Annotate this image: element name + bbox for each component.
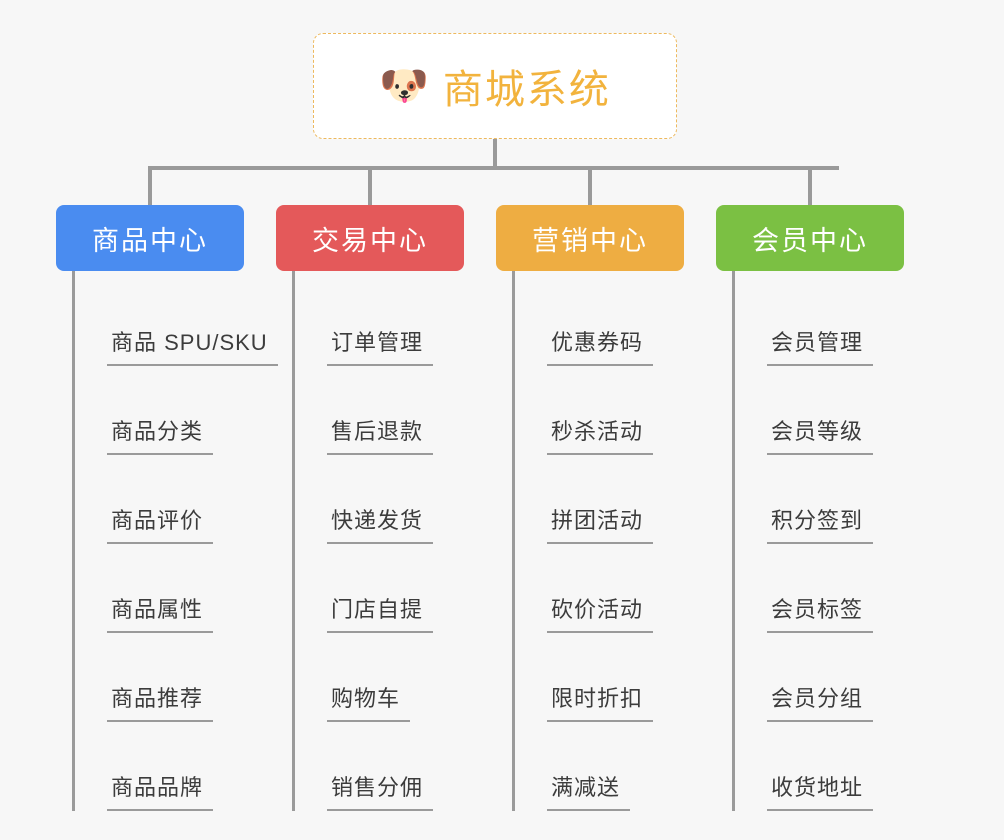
branch-header-label: 会员中心: [752, 225, 868, 256]
list-item[interactable]: 商品品牌: [75, 722, 272, 811]
leaf-label: 商品属性: [107, 592, 214, 633]
leaf-label: 限时折扣: [547, 681, 654, 722]
leaf-label: 商品推荐: [107, 681, 214, 722]
list-item[interactable]: 砍价活动: [515, 544, 712, 633]
branch-column-trade-center: 交易中心 订单管理 售后退款 快递发货 门店自提 购物车 销售分佣: [276, 166, 492, 811]
list-item[interactable]: 会员分组: [735, 633, 932, 722]
list-item[interactable]: 拼团活动: [515, 455, 712, 544]
branch-header-product-center[interactable]: 商品中心: [56, 205, 244, 271]
branch-header-marketing-center[interactable]: 营销中心: [496, 205, 684, 271]
root-node-title: 商城系统: [442, 68, 611, 112]
leaf-list: 会员管理 会员等级 积分签到 会员标签 会员分组 收货地址: [732, 271, 932, 811]
list-item[interactable]: 快递发货: [295, 455, 492, 544]
leaf-label: 商品 SPU/SKU: [107, 325, 278, 366]
leaf-label: 砍价活动: [547, 592, 654, 633]
root-node[interactable]: 🐶 商城系统: [313, 33, 677, 139]
list-item[interactable]: 收货地址: [735, 722, 932, 811]
branch-header-trade-center[interactable]: 交易中心: [276, 205, 464, 271]
leaf-label: 优惠券码: [547, 325, 654, 366]
branch-drop-connector: [808, 166, 812, 205]
list-item[interactable]: 会员等级: [735, 366, 932, 455]
branch-header-member-center[interactable]: 会员中心: [716, 205, 904, 271]
leaf-label: 会员管理: [767, 325, 874, 366]
list-item[interactable]: 优惠券码: [515, 277, 712, 366]
leaf-label: 满减送: [547, 770, 631, 811]
list-item[interactable]: 销售分佣: [295, 722, 492, 811]
list-item[interactable]: 会员管理: [735, 277, 932, 366]
leaf-list: 订单管理 售后退款 快递发货 门店自提 购物车 销售分佣: [292, 271, 492, 811]
branch-column-member-center: 会员中心 会员管理 会员等级 积分签到 会员标签 会员分组 收货地址: [716, 166, 932, 811]
branch-column-marketing-center: 营销中心 优惠券码 秒杀活动 拼团活动 砍价活动 限时折扣 满减送: [496, 166, 712, 811]
list-item[interactable]: 商品推荐: [75, 633, 272, 722]
list-item[interactable]: 满减送: [515, 722, 712, 811]
leaf-label: 商品品牌: [107, 770, 214, 811]
list-item[interactable]: 购物车: [295, 633, 492, 722]
leaf-label: 秒杀活动: [547, 414, 654, 455]
branch-header-label: 营销中心: [532, 225, 648, 256]
leaf-label: 购物车: [327, 681, 411, 722]
leaf-label: 门店自提: [327, 592, 434, 633]
leaf-list: 商品 SPU/SKU 商品分类 商品评价 商品属性 商品推荐 商品品牌: [72, 271, 278, 811]
branch-header-label: 交易中心: [312, 225, 428, 256]
branch-drop-connector: [588, 166, 592, 205]
list-item[interactable]: 商品 SPU/SKU: [75, 277, 278, 366]
leaf-label: 收货地址: [767, 770, 874, 811]
list-item[interactable]: 会员标签: [735, 544, 932, 633]
leaf-label: 会员等级: [767, 414, 874, 455]
branch-drop-connector: [368, 166, 372, 205]
branch-drop-connector: [148, 166, 152, 205]
leaf-label: 销售分佣: [327, 770, 434, 811]
leaf-label: 会员标签: [767, 592, 874, 633]
list-item[interactable]: 商品分类: [75, 366, 272, 455]
leaf-label: 商品分类: [107, 414, 214, 455]
leaf-label: 商品评价: [107, 503, 214, 544]
list-item[interactable]: 限时折扣: [515, 633, 712, 722]
list-item[interactable]: 积分签到: [735, 455, 932, 544]
root-stem-connector: [493, 139, 497, 168]
branch-column-product-center: 商品中心 商品 SPU/SKU 商品分类 商品评价 商品属性 商品推荐 商品品牌: [56, 166, 278, 811]
branch-header-label: 商品中心: [92, 225, 208, 256]
leaf-label: 会员分组: [767, 681, 874, 722]
list-item[interactable]: 商品属性: [75, 544, 272, 633]
leaf-label: 订单管理: [327, 325, 434, 366]
list-item[interactable]: 商品评价: [75, 455, 272, 544]
shiba-dog-face-icon: 🐶: [379, 64, 429, 108]
list-item[interactable]: 秒杀活动: [515, 366, 712, 455]
list-item[interactable]: 门店自提: [295, 544, 492, 633]
leaf-label: 快递发货: [327, 503, 434, 544]
leaf-label: 拼团活动: [547, 503, 654, 544]
list-item[interactable]: 售后退款: [295, 366, 492, 455]
leaf-list: 优惠券码 秒杀活动 拼团活动 砍价活动 限时折扣 满减送: [512, 271, 712, 811]
leaf-label: 积分签到: [767, 503, 874, 544]
list-item[interactable]: 订单管理: [295, 277, 492, 366]
leaf-label: 售后退款: [327, 414, 434, 455]
branch-bus-connector: [148, 166, 839, 170]
